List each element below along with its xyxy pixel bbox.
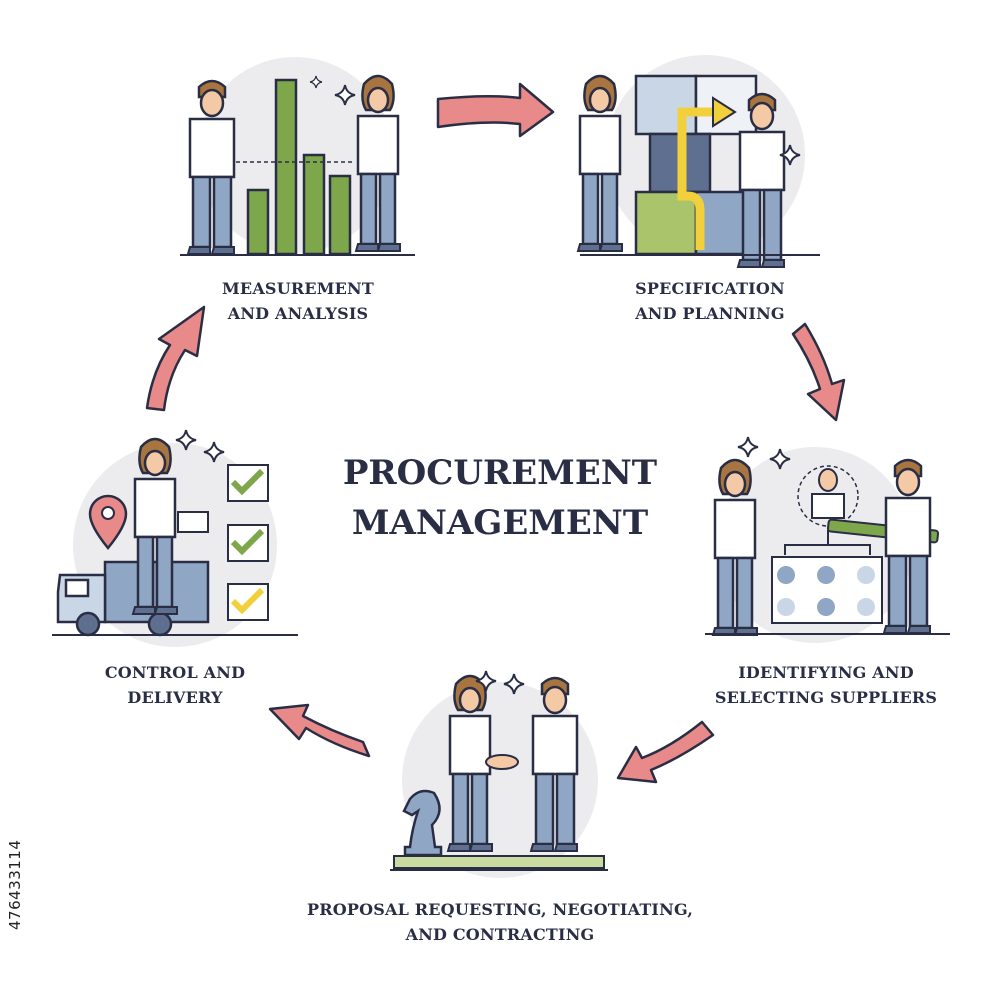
step-label-line: IDENTIFYING AND: [738, 663, 914, 682]
arrow-control-to-measurement: [145, 305, 206, 412]
measurement-illustration: [180, 57, 415, 256]
stock-id-watermark: 476433114: [6, 839, 24, 930]
step-label-measurement: MEASUREMENT AND ANALYSIS: [178, 276, 418, 326]
chess-knight-icon: [402, 789, 443, 857]
location-pin-icon: [88, 494, 128, 550]
supplier-selection-icon: [771, 465, 940, 624]
step-label-line: CONTROL AND: [104, 663, 246, 682]
bar-chart-icon: [236, 78, 355, 256]
step-label-control: CONTROL AND DELIVERY: [75, 660, 275, 710]
step-label-proposal: PROPOSAL REQUESTING, NEGOTIATING, AND CO…: [270, 897, 730, 947]
suppliers-illustration: [705, 436, 950, 643]
handshake-icon: [485, 754, 519, 770]
arrow-specification-to-suppliers: [791, 322, 846, 422]
arrow-suppliers-to-proposal: [616, 720, 715, 784]
control-illustration: [52, 429, 298, 647]
cycle-arrows: [145, 82, 846, 784]
step-label-line: SPECIFICATION: [635, 279, 785, 298]
specification-illustration: [576, 55, 820, 269]
step-label-line: AND CONTRACTING: [405, 925, 595, 944]
step-label-line: MEASUREMENT: [222, 279, 374, 298]
step-label-line: DELIVERY: [127, 688, 223, 707]
arrow-proposal-to-control: [268, 703, 371, 758]
step-label-line: PROPOSAL REQUESTING, NEGOTIATING,: [306, 900, 694, 919]
title-line-2: MANAGEMENT: [351, 503, 649, 543]
step-label-line: AND ANALYSIS: [227, 304, 369, 323]
arrow-measurement-to-specification: [436, 82, 555, 138]
step-label-line: SELECTING SUPPLIERS: [714, 688, 938, 707]
title-line-1: PROCUREMENT: [342, 453, 658, 493]
puzzle-blocks-icon: [634, 74, 758, 256]
step-label-line: AND PLANNING: [635, 304, 785, 323]
diagram-title: PROCUREMENT MANAGEMENT: [290, 448, 710, 548]
step-label-suppliers: IDENTIFYING AND SELECTING SUPPLIERS: [696, 660, 956, 710]
proposal-illustration: [390, 670, 608, 878]
checklist-icon: [227, 464, 269, 621]
step-label-specification: SPECIFICATION AND PLANNING: [590, 276, 830, 326]
